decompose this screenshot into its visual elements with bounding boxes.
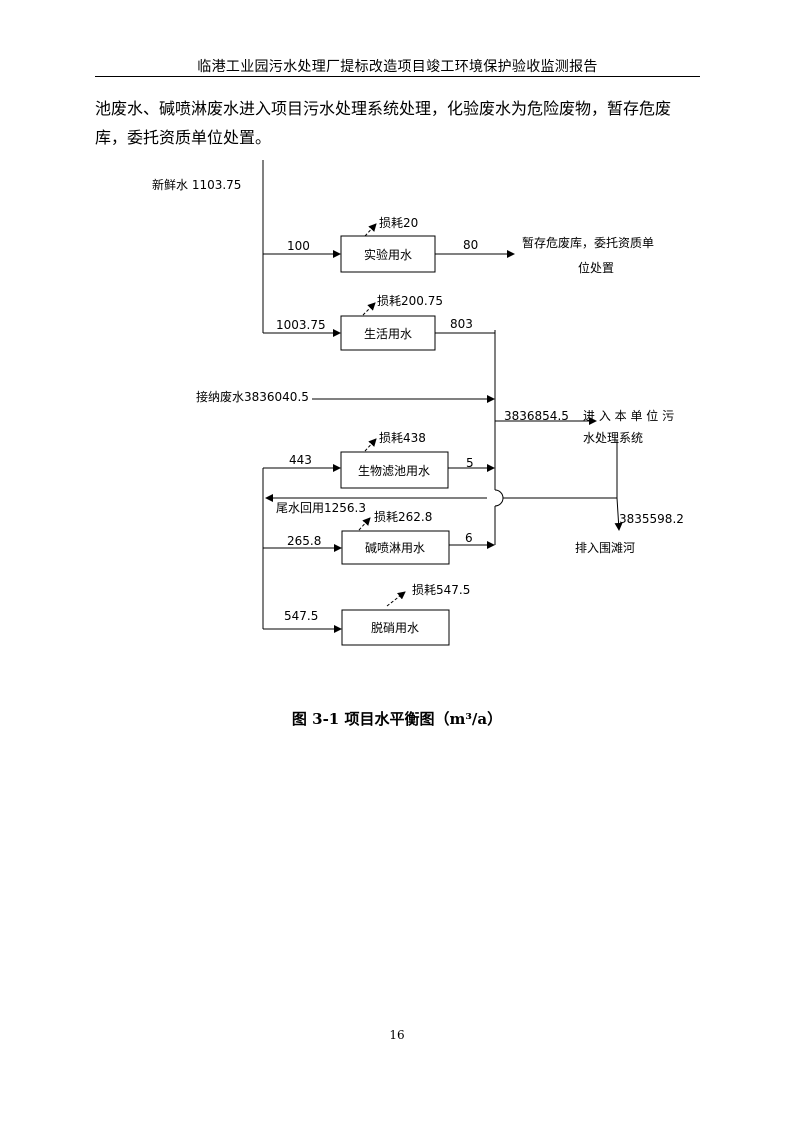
bio-in-value: 443: [289, 453, 312, 467]
bio-loss-arrow: [364, 438, 377, 452]
life-out-value: 803: [450, 317, 473, 331]
alk-out-value: 6: [465, 531, 473, 545]
lab-loss-arrow: [364, 223, 377, 237]
denit-box-label: 脱硝用水: [371, 620, 419, 635]
system-label-line2: 水处理系统: [583, 431, 643, 445]
life-box-label: 生活用水: [364, 327, 412, 341]
lab-destination-line2: 位处置: [578, 260, 614, 275]
lab-box-label: 实验用水: [364, 247, 412, 262]
lab-loss-label: 损耗20: [379, 216, 418, 230]
lab-out-value: 80: [463, 238, 478, 252]
figure-caption: 图 3-1 项目水平衡图（m³/a）: [291, 710, 503, 728]
alk-box-label: 碱喷淋用水: [365, 541, 425, 555]
discharge-destination: 排入围滩河: [575, 541, 635, 555]
life-loss-label: 损耗200.75: [377, 294, 443, 308]
fresh-water-label: 新鲜水 1103.75: [152, 177, 241, 192]
running-header: 临港工业园污水处理厂提标改造项目竣工环境保护验收监测报告: [197, 59, 598, 75]
alkali-spray-box: [341, 530, 450, 565]
water-balance-diagram: 实验用水 生活用水 生物滤池用水 碱喷淋用水 脱硝用水 新鲜水 1103.75 …: [152, 160, 684, 646]
denitration-box: [341, 609, 450, 646]
denit-loss-label: 损耗547.5: [412, 583, 470, 597]
reuse-label: 尾水回用1256.3: [276, 501, 366, 515]
body-paragraph: 池废水、碱喷淋废水进入项目污水处理系统处理，化验废水为危险废物，暂存危废库，委托…: [95, 99, 672, 147]
alk-loss-arrow: [358, 517, 371, 531]
discharge-value: 3835598.2: [619, 512, 684, 526]
page-number: 16: [389, 1028, 405, 1042]
denit-in-value: 547.5: [284, 609, 318, 623]
discharge-arrow: [614, 497, 623, 531]
bio-out-value: 5: [466, 456, 474, 470]
denit-loss-arrow: [386, 591, 406, 607]
lab-destination-line1: 暂存危废库，委托资质单: [522, 235, 654, 250]
life-loss-arrow: [362, 302, 376, 316]
lab-in-value: 100: [287, 239, 310, 253]
crossover-hop: [494, 489, 504, 507]
life-in-value: 1003.75: [276, 318, 326, 332]
bio-box-label: 生物滤池用水: [358, 464, 430, 478]
alk-loss-label: 损耗262.8: [374, 510, 432, 524]
system-label-line1: 进 入 本 单 位 污: [583, 408, 674, 423]
alk-in-value: 265.8: [287, 534, 321, 548]
to-system-value: 3836854.5: [504, 409, 569, 423]
received-wastewater-label: 接纳废水3836040.5: [196, 389, 309, 404]
header-rule: [95, 76, 700, 77]
bio-filter-box: [340, 451, 449, 489]
bio-loss-label: 损耗438: [379, 431, 426, 445]
